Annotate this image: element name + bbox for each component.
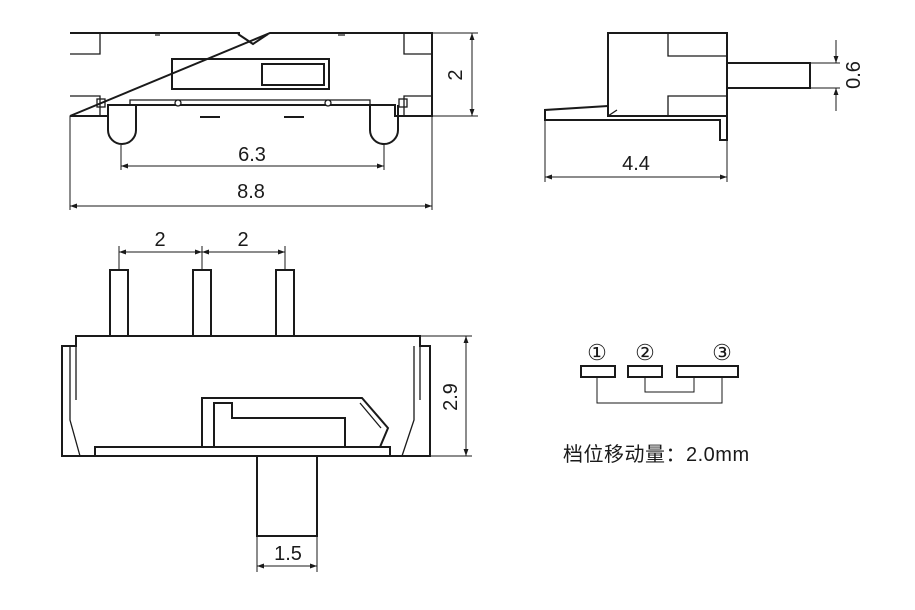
side-top-slot: [667, 33, 727, 57]
connection-inner: [644, 377, 695, 393]
tick-left: [96, 98, 106, 108]
tick-right: [398, 98, 408, 108]
front-pin-1: [109, 269, 129, 337]
side-bottom-slot: [667, 95, 727, 116]
pin-1-label: ①: [587, 340, 607, 365]
front-slider-inner: [213, 402, 346, 447]
slider-window: [171, 58, 330, 90]
bottom-strip: [129, 99, 371, 105]
dim-pitch-left-label: 2: [154, 229, 165, 251]
slider-knob: [261, 63, 325, 86]
connection-outer: [596, 377, 723, 404]
top-notch-left: [70, 33, 101, 55]
contact-2: [627, 365, 663, 378]
pin-3-label: ③: [712, 340, 732, 365]
side-terminal: [544, 105, 728, 141]
side-actuator: [727, 62, 811, 89]
dim-4-4-label: 4.4: [622, 153, 650, 175]
top-body-outline: [69, 32, 433, 117]
dim-6-3-label: 6.3: [238, 144, 266, 166]
front-pin-3: [275, 269, 295, 337]
dim-8-8-label: 8.8: [237, 181, 265, 203]
side-view: 0.6 4.4: [544, 32, 865, 182]
front-body-outline: [61, 335, 431, 457]
front-actuator: [256, 455, 318, 537]
top-v-notch: [237, 33, 269, 46]
front-slider-tick: [359, 402, 382, 429]
pivot-right: [324, 99, 332, 107]
dim-2-9-label: 2.9: [440, 383, 462, 411]
top-pin-left: [107, 105, 137, 145]
bottom-notch-right: [403, 95, 432, 116]
front-slider-frame: [201, 397, 390, 448]
top-view: 6.3 8.8 2: [69, 32, 478, 210]
bottom-notch-left: [70, 95, 101, 116]
pivot-left: [174, 99, 182, 107]
pin-2-label: ②: [635, 340, 655, 365]
front-body-right-chamfer: [401, 346, 415, 457]
front-body-left-chamfer: [69, 346, 81, 457]
dim-2-label: 2: [445, 69, 467, 80]
front-base-strip: [94, 446, 391, 456]
front-view: 2 2 1.5 2.9: [61, 229, 472, 572]
circuit-schematic: ① ② ③: [580, 340, 739, 404]
front-pin-2: [192, 269, 212, 337]
top-pin-right: [369, 105, 399, 145]
dim-1-5-label: 1.5: [274, 543, 302, 565]
side-terminal-inner: [607, 109, 618, 117]
contact-1: [580, 365, 616, 378]
contact-3: [676, 365, 739, 378]
dim-0-6-label: 0.6: [843, 61, 865, 89]
travel-distance-note: 档位移动量：2.0mm: [563, 444, 750, 466]
dim-pitch-right-label: 2: [237, 229, 248, 251]
top-notch-right: [403, 33, 432, 55]
